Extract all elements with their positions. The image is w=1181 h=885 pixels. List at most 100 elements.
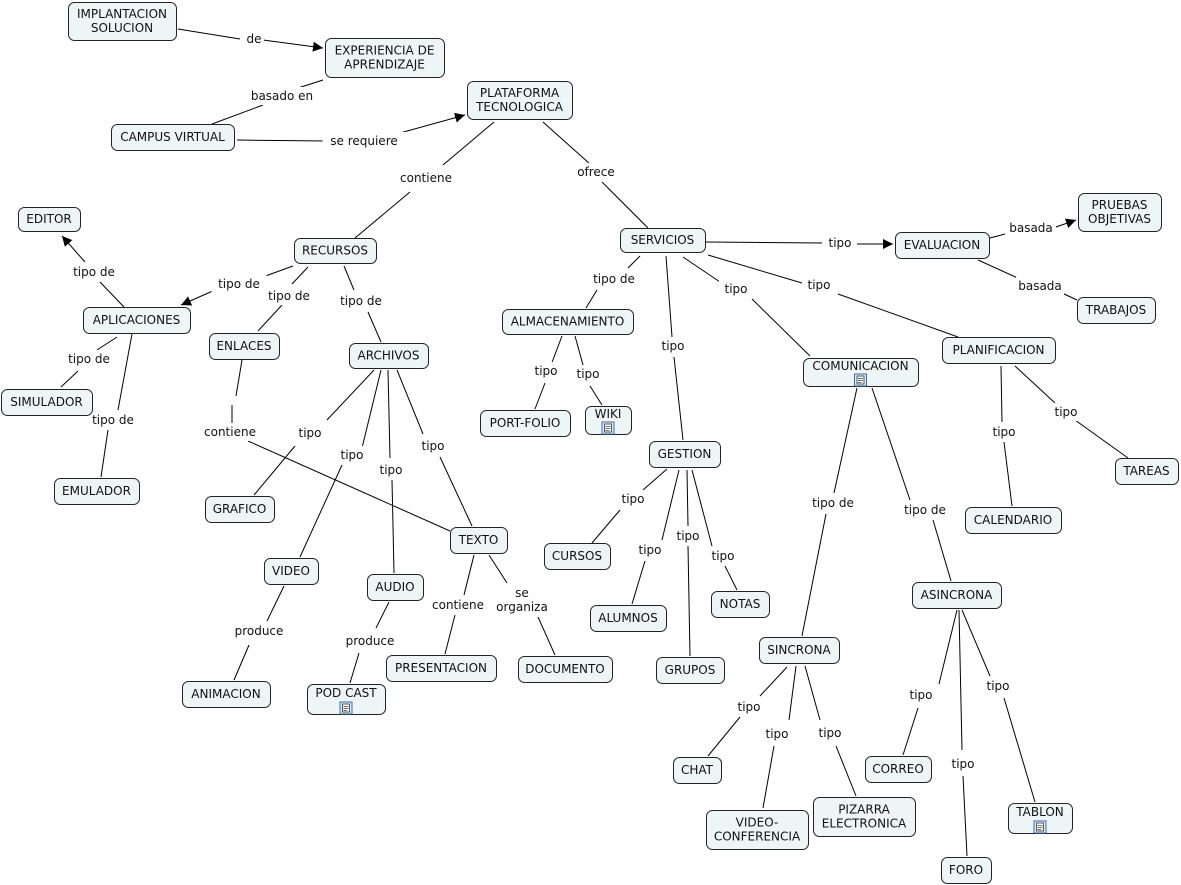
concept-node-tablon[interactable]: TABLON bbox=[1008, 803, 1073, 834]
connector-line bbox=[574, 335, 584, 366]
linking-phrase-background bbox=[374, 461, 408, 479]
linking-phrase-tipo-de-enlaces: tipo de bbox=[261, 287, 317, 305]
concept-label: PORT-FOLIO bbox=[490, 416, 561, 430]
connector-line bbox=[962, 775, 968, 857]
concept-label: ELECTRONICA bbox=[822, 817, 907, 831]
linking-phrase-background bbox=[85, 411, 141, 429]
concept-box bbox=[865, 756, 932, 783]
connector-line bbox=[837, 293, 959, 338]
concept-node-gestion[interactable]: GESTION bbox=[649, 441, 721, 468]
concept-box bbox=[965, 507, 1062, 534]
concept-node-calendario[interactable]: CALENDARIO bbox=[965, 507, 1062, 534]
connector-line bbox=[117, 333, 133, 411]
linking-phrase-background bbox=[61, 350, 117, 368]
concept-node-chat[interactable]: CHAT bbox=[673, 757, 722, 784]
concept-box bbox=[209, 333, 280, 360]
concept-node-videoconf[interactable]: VIDEO-CONFERENCIA bbox=[706, 810, 809, 850]
connector-line bbox=[391, 479, 395, 574]
concept-node-aplicaciones[interactable]: APLICACIONES bbox=[83, 307, 191, 334]
concept-box bbox=[656, 657, 725, 684]
concept-node-texto[interactable]: TEXTO bbox=[450, 527, 508, 554]
connector-line bbox=[534, 382, 546, 410]
concept-node-tareas[interactable]: TAREAS bbox=[1115, 458, 1179, 485]
concept-box bbox=[83, 307, 191, 334]
linking-phrase-background bbox=[335, 446, 369, 464]
concept-node-grupos[interactable]: GRUPOS bbox=[656, 657, 725, 684]
linking-phrase-basada-2: basada bbox=[1016, 277, 1064, 295]
concept-node-campus[interactable]: CAMPUS VIRTUAL bbox=[111, 124, 235, 151]
concept-node-enlaces[interactable]: ENLACES bbox=[209, 333, 280, 360]
attached-resource-icon[interactable] bbox=[339, 701, 353, 715]
concept-node-grafico[interactable]: GRAFICO bbox=[205, 496, 275, 523]
concept-node-podcast[interactable]: POD CAST bbox=[307, 684, 386, 715]
linking-phrase-background bbox=[671, 527, 705, 545]
linking-phrase-background bbox=[529, 362, 563, 380]
concept-label: CONFERENCIA bbox=[714, 830, 801, 844]
concept-node-presentacion[interactable]: PRESENTACION bbox=[386, 655, 497, 682]
concept-node-portfolio[interactable]: PORT-FOLIO bbox=[480, 410, 571, 437]
concept-node-cursos[interactable]: CURSOS bbox=[544, 543, 611, 570]
concept-node-video[interactable]: VIDEO bbox=[264, 558, 319, 585]
linking-phrase-background bbox=[1007, 219, 1055, 237]
concept-label: EDITOR bbox=[26, 212, 71, 226]
connector-line bbox=[871, 387, 911, 501]
concept-node-wiki[interactable]: WIKI bbox=[585, 406, 632, 435]
concept-node-trabajos[interactable]: TRABAJOS bbox=[1077, 297, 1156, 324]
concept-box bbox=[711, 591, 770, 618]
concept-node-correo[interactable]: CORREO bbox=[865, 756, 932, 783]
concept-box bbox=[18, 207, 81, 232]
concept-node-evaluacion[interactable]: EVALUACION bbox=[895, 232, 990, 259]
concept-node-almacenamiento[interactable]: ALMACENAMIENTO bbox=[502, 309, 634, 335]
linking-phrase-background bbox=[199, 423, 261, 441]
concept-label: GRAFICO bbox=[213, 502, 267, 516]
linking-phrase-background bbox=[813, 724, 847, 742]
concept-node-audio[interactable]: AUDIO bbox=[367, 574, 424, 601]
concept-node-simulador[interactable]: SIMULADOR bbox=[1, 389, 93, 416]
linking-phrase-background bbox=[491, 584, 553, 616]
linking-phrase-contiene-1: contiene bbox=[395, 169, 457, 187]
attached-resource-icon[interactable] bbox=[1033, 820, 1047, 834]
connector-line bbox=[96, 336, 118, 351]
concept-node-comunicacion[interactable]: COMUNICACION bbox=[803, 358, 919, 387]
concept-node-servicios[interactable]: SERVICIOS bbox=[620, 228, 706, 253]
concept-node-documento[interactable]: DOCUMENTO bbox=[518, 656, 613, 683]
concept-label: TECNOLOGICA bbox=[475, 100, 564, 114]
concept-node-emulador[interactable]: EMULADOR bbox=[54, 478, 140, 505]
connector-line bbox=[724, 565, 738, 591]
connector-line bbox=[361, 369, 382, 449]
linking-phrase-background bbox=[333, 292, 389, 310]
attached-resource-icon[interactable] bbox=[854, 373, 867, 387]
concept-label: EXPERIENCIA DE bbox=[335, 44, 435, 58]
concept-box bbox=[1, 389, 93, 416]
linking-phrase-tipo-gestion: tipo bbox=[656, 337, 690, 355]
linking-phrase-text: tipo de bbox=[340, 294, 382, 308]
concept-box bbox=[111, 124, 235, 151]
concept-node-recursos[interactable]: RECURSOS bbox=[294, 238, 377, 264]
concept-node-editor[interactable]: EDITOR bbox=[18, 207, 81, 232]
linking-phrase-text: produce bbox=[346, 634, 395, 648]
linking-phrase-background bbox=[586, 270, 642, 288]
concept-node-asincrona[interactable]: ASINCRONA bbox=[912, 582, 1002, 609]
concept-node-archivos[interactable]: ARCHIVOS bbox=[349, 343, 429, 369]
connector-line bbox=[439, 456, 473, 527]
concept-node-alumnos[interactable]: ALUMNOS bbox=[590, 605, 667, 632]
concept-node-notas[interactable]: NOTAS bbox=[711, 591, 770, 618]
concept-node-foro[interactable]: FORO bbox=[941, 857, 992, 884]
attached-resource-icon[interactable] bbox=[601, 421, 615, 435]
concept-label: TEXTO bbox=[458, 533, 499, 547]
concept-box bbox=[544, 543, 611, 570]
linking-phrase-background bbox=[395, 169, 457, 187]
linking-phrase-tipo-de-editor: tipo de bbox=[66, 263, 122, 281]
connector-line bbox=[1000, 365, 1003, 423]
concept-node-planificacion[interactable]: PLANIFICACION bbox=[942, 337, 1056, 364]
concept-node-sincrona[interactable]: SINCRONA bbox=[759, 637, 840, 664]
concept-node-animacion[interactable]: ANIMACION bbox=[182, 681, 271, 708]
connector-line bbox=[442, 121, 495, 166]
linking-phrase-background bbox=[1016, 277, 1064, 295]
